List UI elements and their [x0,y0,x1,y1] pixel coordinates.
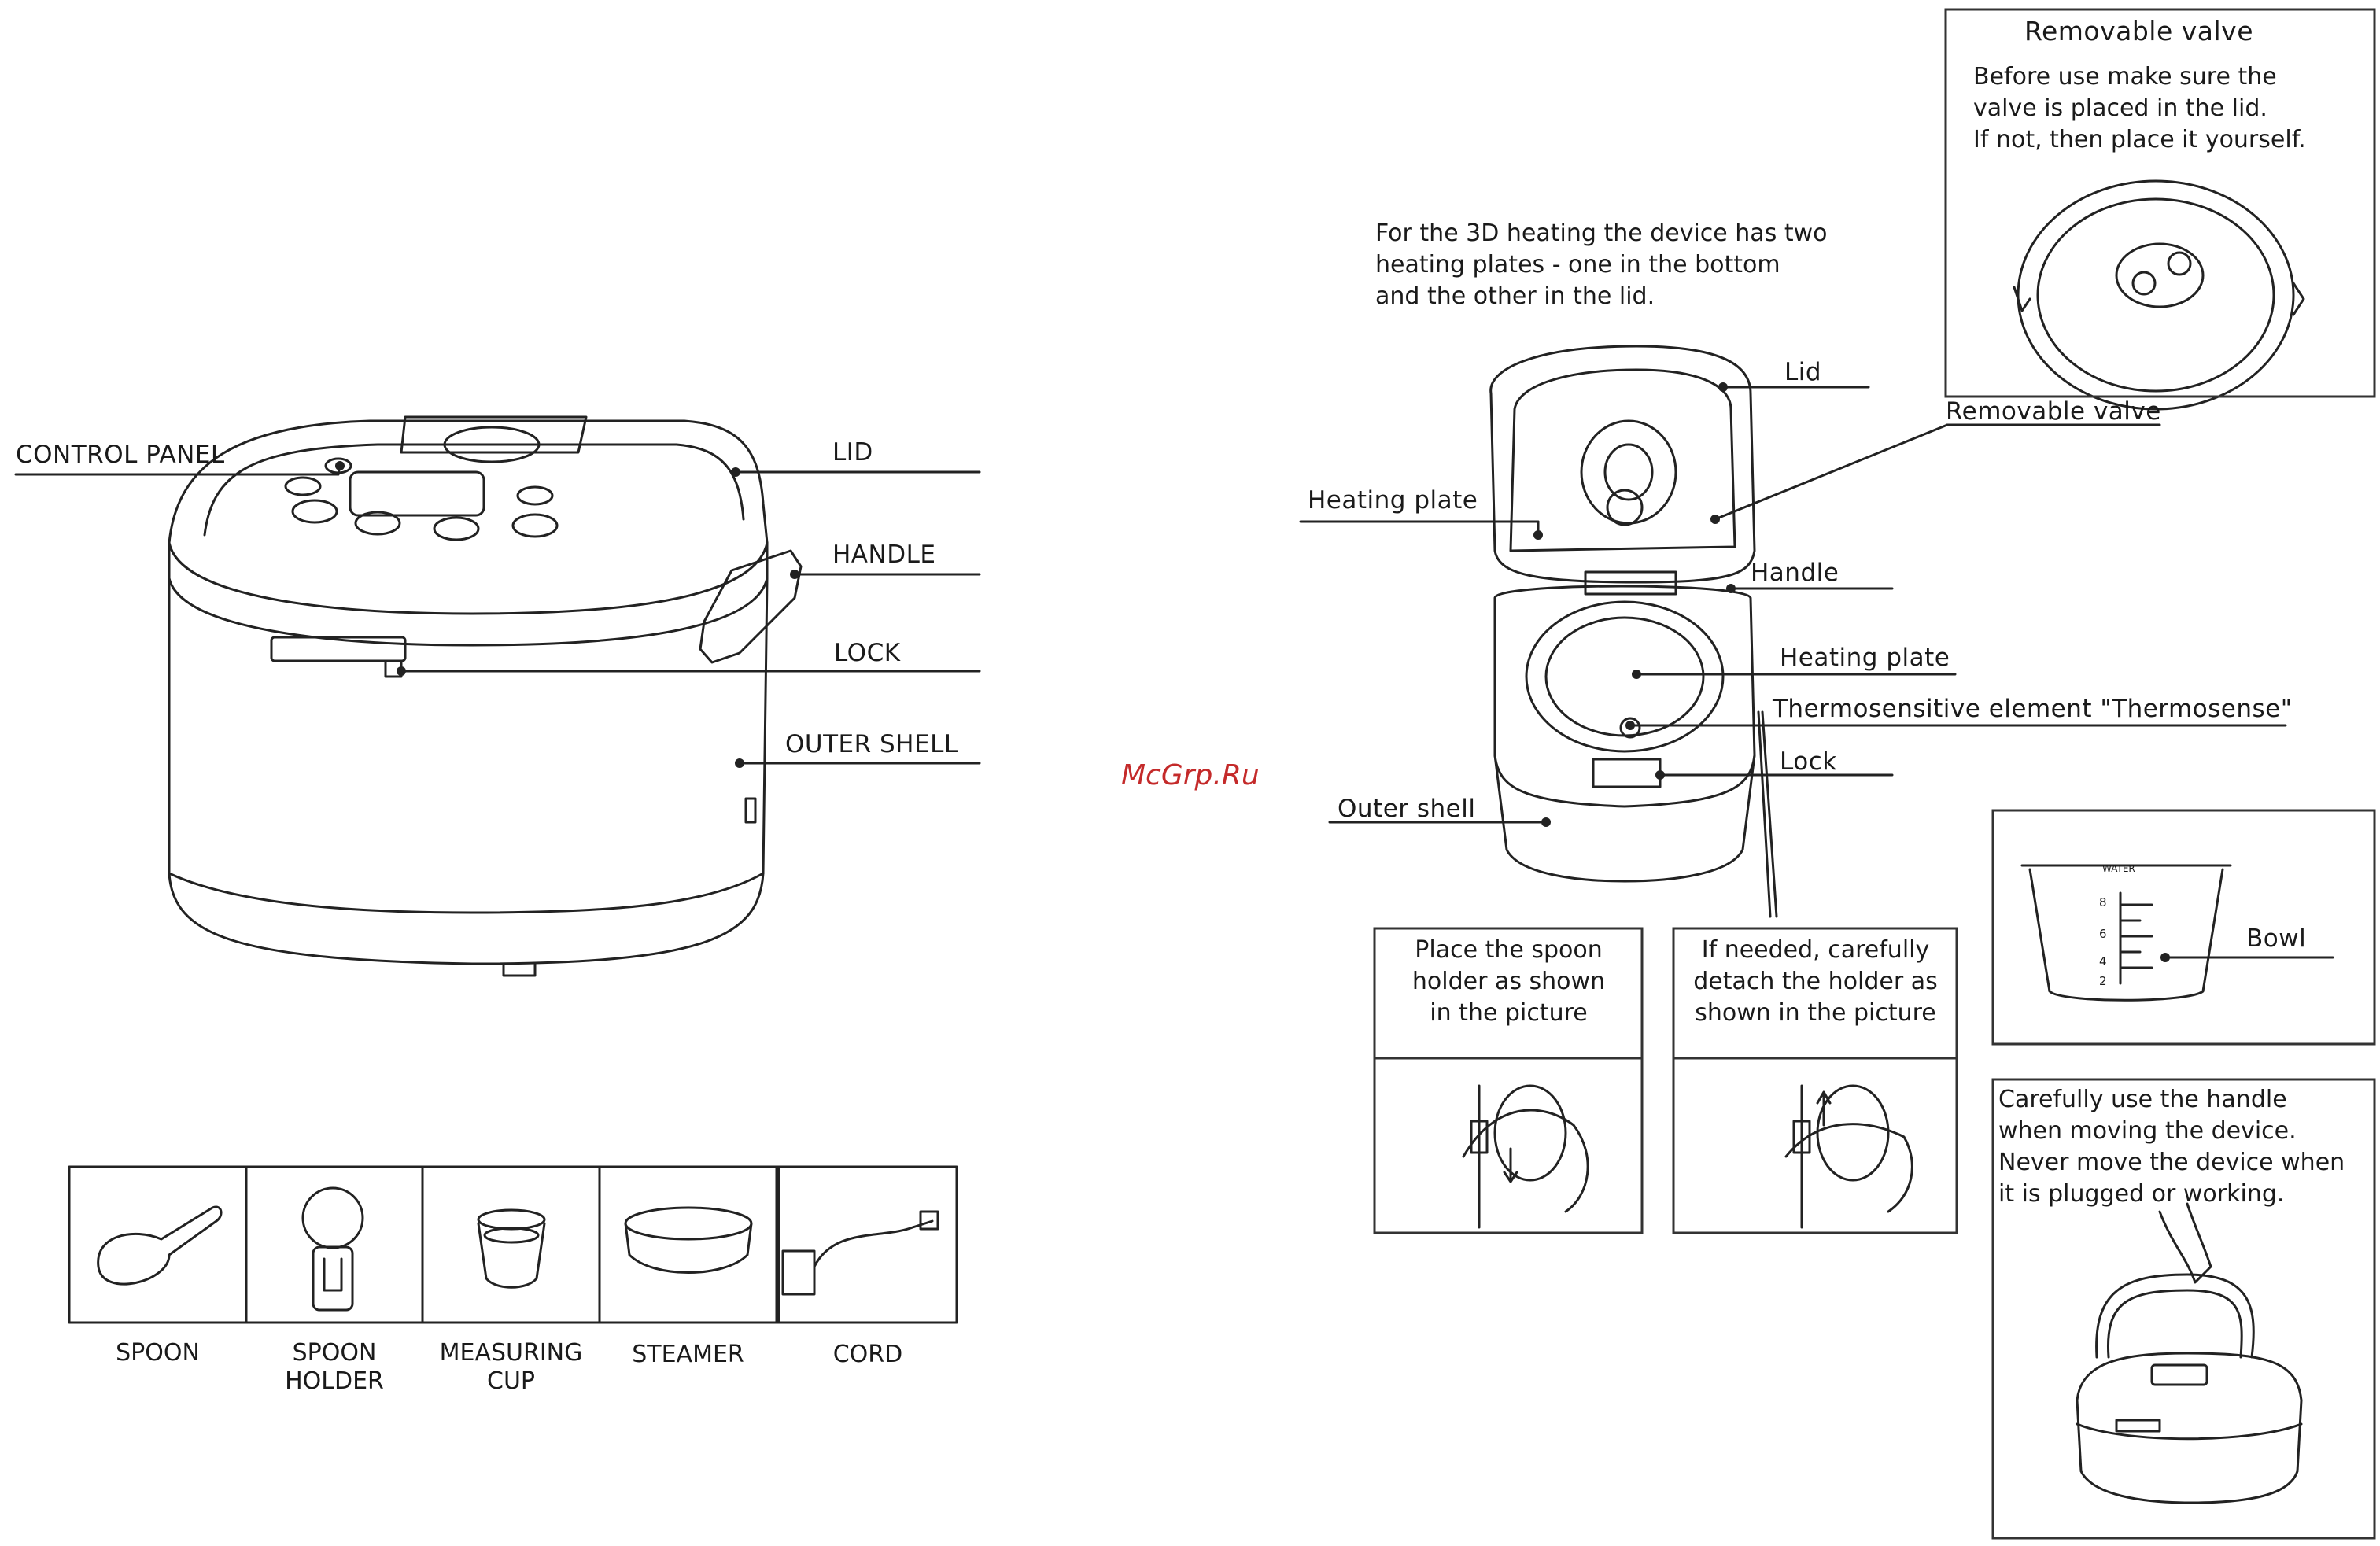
label-removable-valve: Removable valve [1946,397,2161,426]
accessory-label-spoon-holder: SPOON HOLDER [285,1339,384,1395]
bowl-mark-4: 4 [2099,954,2108,969]
spoon-box-2-frame [1672,927,1958,1234]
accessory-label-steamer: STEAMER [632,1341,744,1368]
label-heating-plate-bottom: Heating plate [1780,644,1950,672]
label-thermosense: Thermosensitive element "Thermosense" [1773,695,2293,723]
handle-box-frame [1991,1078,2376,1540]
accessory-label-spoon: SPOON [116,1339,200,1367]
bowl-box-frame [1991,809,2376,1046]
bowl-mark-8: 8 [2099,895,2108,910]
label-lid: LID [832,438,873,467]
spoon-box-1-text: Place the spoon holder as shown in the p… [1411,936,1606,1027]
left-leader-lines [14,464,981,765]
label-outer-shell: OUTER SHELL [785,730,958,758]
label-handle-open: Handle [1751,559,1839,587]
label-lock: LOCK [834,639,901,667]
label-outer-shell-open: Outer shell [1338,795,1476,823]
spoon-holder-illustration-1 [1462,1084,1589,1229]
multicooker-open-illustration [1489,345,1756,883]
accessory-label-measuring-cup: MEASURING CUP [439,1339,583,1395]
bowl-scale-title: WATER [2102,863,2135,874]
spoon-holder-illustration-2 [1784,1084,1913,1229]
bowl-label: Bowl [2246,924,2307,953]
valve-box-title: Removable valve [2024,16,2253,46]
bowl-mark-6: 6 [2099,927,2108,941]
label-lock-open: Lock [1780,747,1837,776]
accessories-strip [68,1165,958,1324]
valve-box-frame [1944,8,2376,398]
bowl-mark-2: 2 [2099,974,2108,988]
right-leader-lines [1299,386,2287,918]
label-heating-plate-top: Heating plate [1308,486,1478,515]
carrying-cooker-illustration [2076,1202,2303,1504]
bowl-illustration [2020,864,2334,1002]
watermark: McGrp.Ru [1121,759,1260,791]
heating-note: For the 3D heating the device has two he… [1375,220,1828,310]
handle-note: Carefully use the handle when moving the… [1998,1086,2345,1208]
spoon-box-1-frame [1373,927,1644,1234]
spoon-box-2-text: If needed, carefully detach the holder a… [1693,936,1938,1027]
valve-box-text: Before use make sure the valve is placed… [1973,63,2306,153]
label-control-panel: CONTROL PANEL [16,441,225,469]
accessory-label-cord: CORD [832,1341,903,1368]
label-handle: HANDLE [832,541,936,569]
valve-lid-illustration [2013,179,2305,411]
multicooker-closed-illustration [168,415,803,977]
label-lid-open: Lid [1784,358,1822,386]
